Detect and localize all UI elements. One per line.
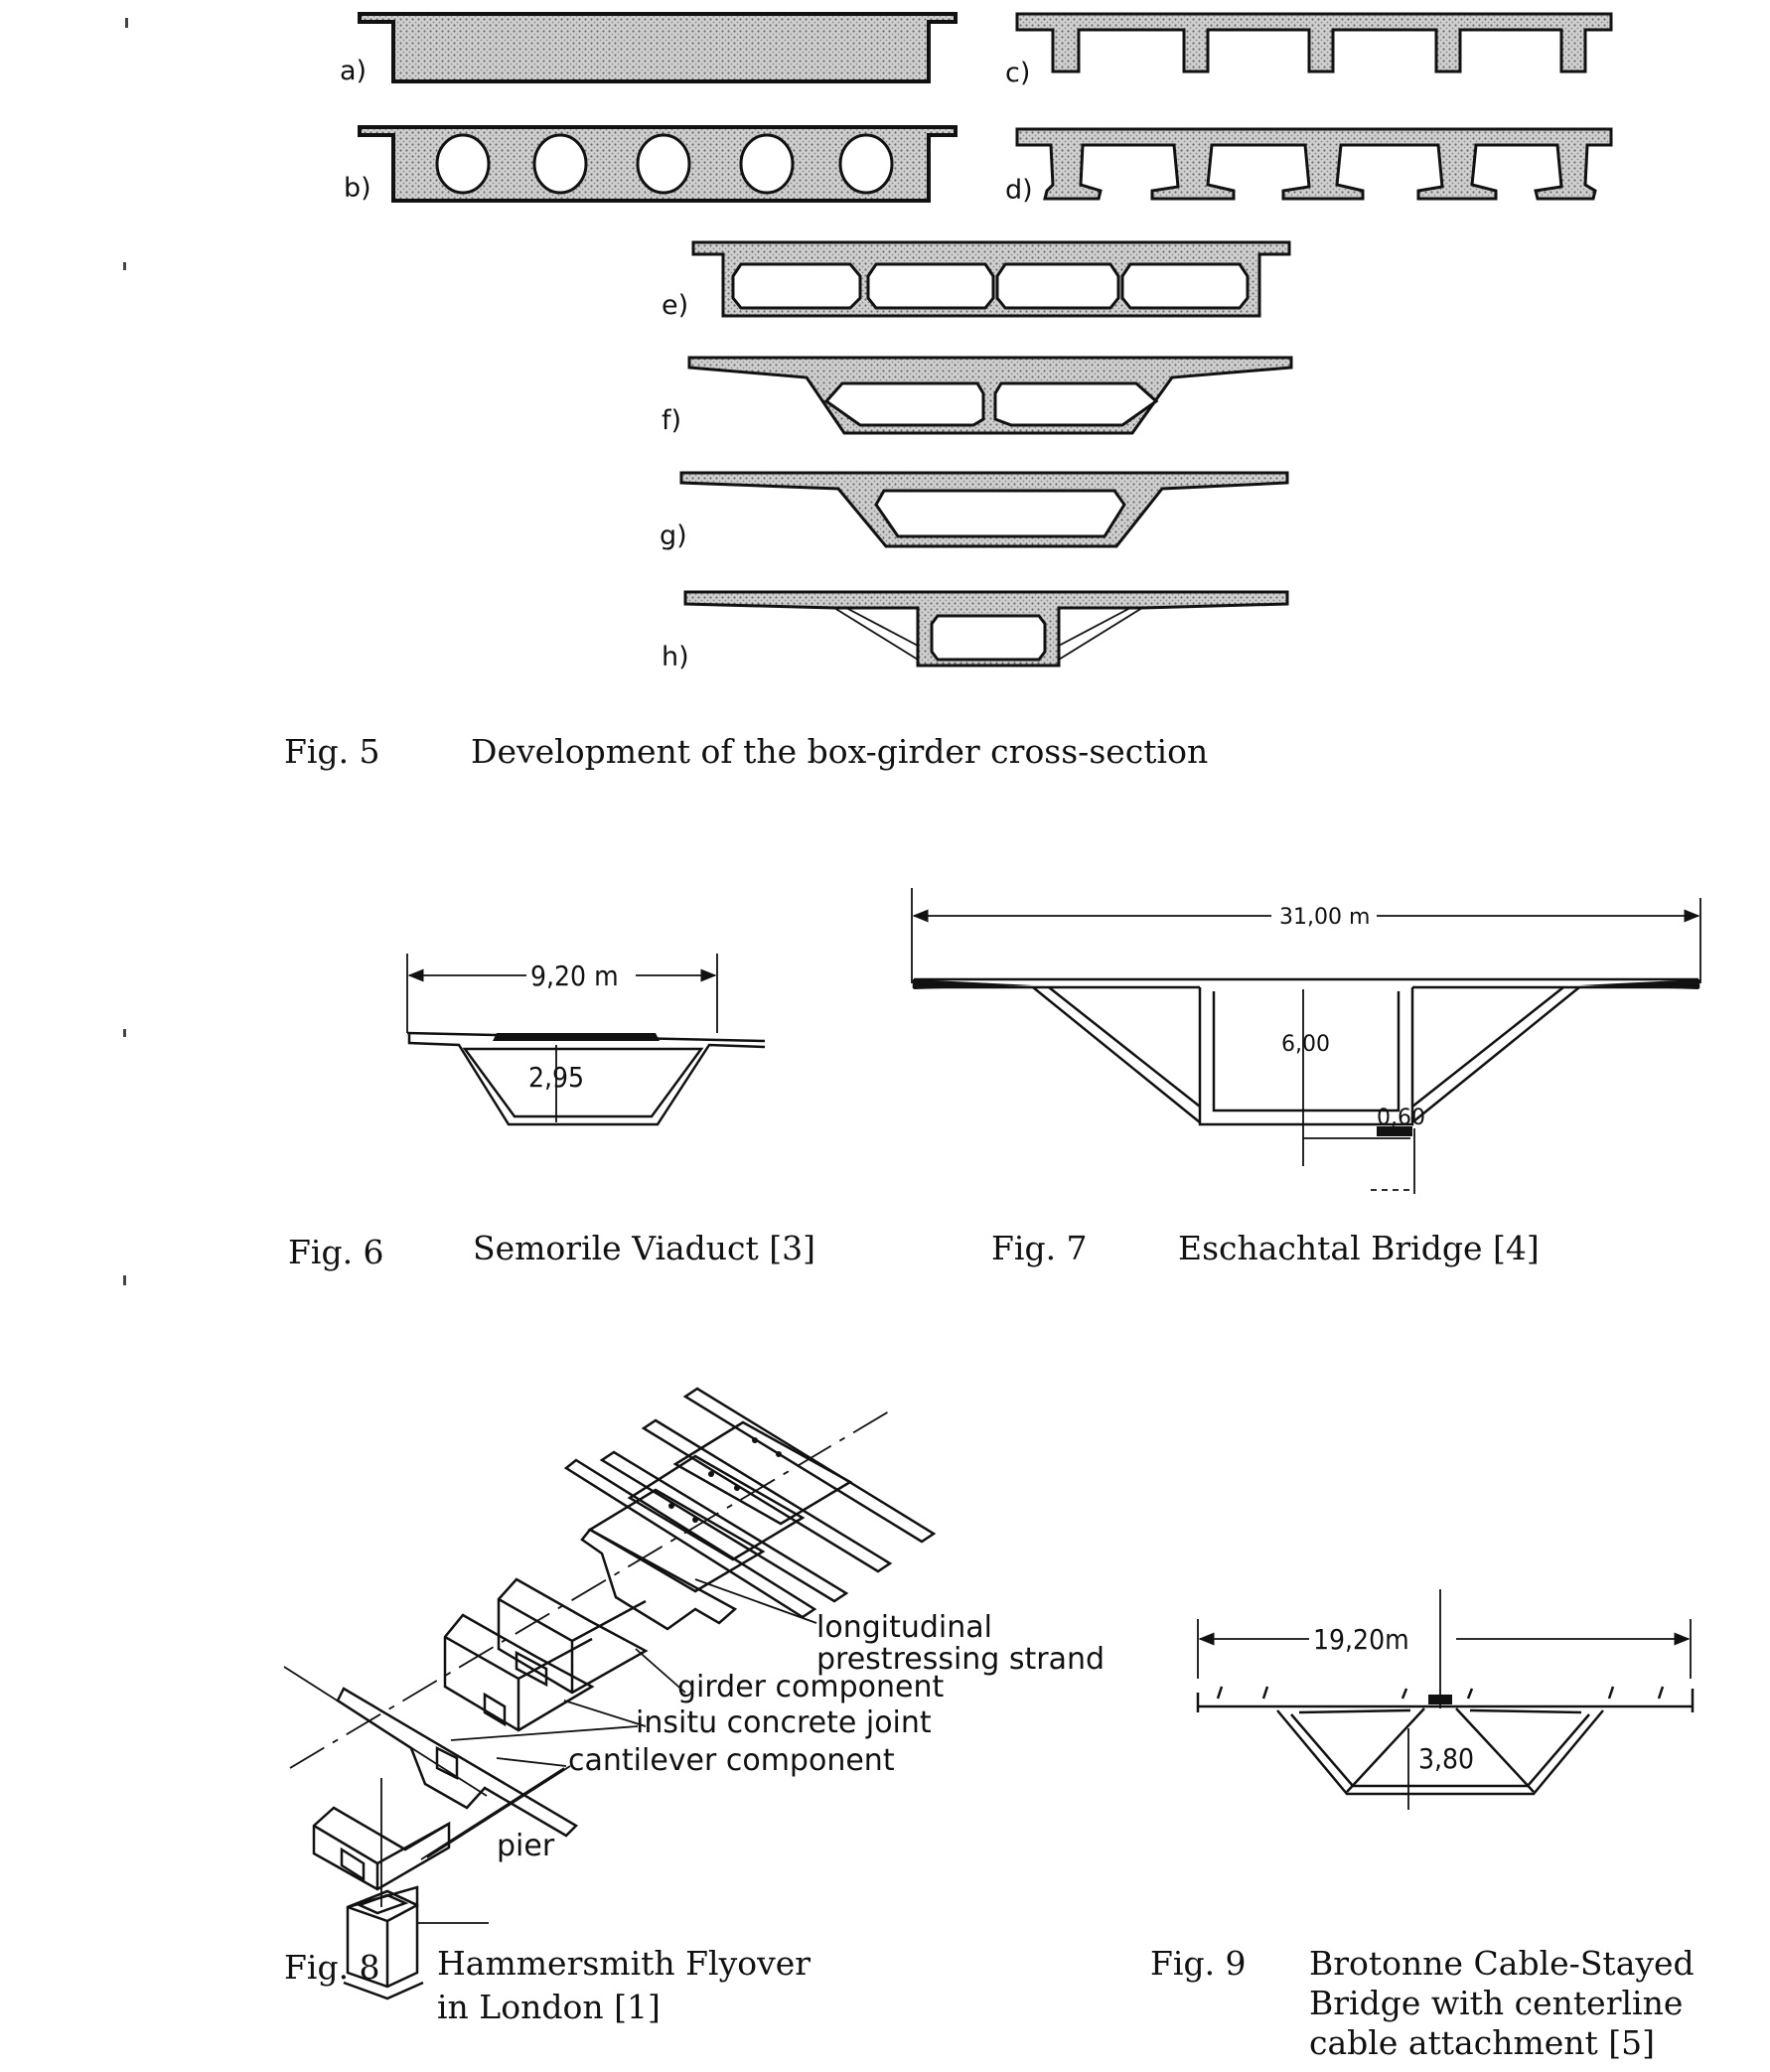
callout-girder-component: girder component <box>677 1670 945 1704</box>
fig9-brotonne-section: 19,20m 3,80 Fig. 9 Brotonne Cable-Stayed… <box>1150 1589 1695 2062</box>
fig9-caption-line1: Brotonne Cable-Stayed <box>1309 1944 1695 1983</box>
label-h: h) <box>662 642 689 672</box>
scan-specks <box>123 18 128 1285</box>
callout-insitu-joint: insitu concrete joint <box>636 1705 932 1740</box>
section-e-multicell-box <box>691 240 1291 318</box>
fig6-caption-text: Semorile Viaduct [3] <box>473 1229 815 1267</box>
fig6-caption-number: Fig. 6 <box>288 1233 384 1271</box>
fig8-caption-line2: in London [1] <box>437 1988 661 2026</box>
callout-pier: pier <box>497 1829 555 1863</box>
fig5-caption-text: Development of the box-girder cross-sect… <box>471 732 1208 771</box>
label-b: b) <box>344 173 371 204</box>
callout-prestressing-strand: prestressing strand <box>816 1642 1105 1677</box>
fig5-caption-number: Fig. 5 <box>284 732 380 771</box>
fig8-assembled-deck <box>563 1387 937 1619</box>
fig6-semorile-section: 9,20 m 2,95 Fig. 6 Semorile Viaduct [3] <box>288 954 815 1271</box>
fig8-hammersmith-exploded: longitudinal prestressing strand girder … <box>283 1387 1105 2026</box>
fig8-caption-number: Fig. 8 <box>284 1948 380 1987</box>
fig9-caption-line3: cable attachment [5] <box>1309 2023 1655 2062</box>
fig7-width-dim: 31,00 m <box>1279 905 1370 930</box>
label-c: c) <box>1005 58 1030 88</box>
fig7-eschachtal-section: 31,00 m 6,00 0,60 Fig. 7 Eschachtal Brid… <box>911 888 1701 1267</box>
fig9-caption-number: Fig. 9 <box>1150 1944 1247 1983</box>
fig9-width-dim: 19,20m <box>1313 1623 1409 1656</box>
fig5-sections: a) b) c) d) e) f) g) h) Fig. 5 Developme… <box>284 12 1613 771</box>
callout-longitudinal: longitudinal <box>816 1610 992 1645</box>
fig8-cantilever-lower <box>336 1687 579 1838</box>
section-b-voided-slab <box>358 125 958 203</box>
section-a-solid-slab <box>358 12 958 83</box>
label-e: e) <box>662 290 688 321</box>
callout-cantilever-component: cantilever component <box>568 1743 895 1778</box>
fig7-caption-text: Eschachtal Bridge [4] <box>1178 1229 1540 1267</box>
fig6-height-dim: 2,95 <box>528 1061 584 1094</box>
fig9-height-dim: 3,80 <box>1418 1742 1474 1775</box>
fig7-height-dim: 6,00 <box>1281 1032 1330 1057</box>
label-d: d) <box>1005 175 1033 206</box>
label-a: a) <box>340 56 367 86</box>
label-g: g) <box>660 520 687 551</box>
fig8-caption-line1: Hammersmith Flyover <box>437 1944 811 1983</box>
fig8-pier <box>343 1778 424 2000</box>
section-h-strutted-box <box>683 590 1289 667</box>
section-d-bulb-ribs <box>1015 127 1613 201</box>
label-f: f) <box>662 405 681 436</box>
section-c-ribbed-beam <box>1015 12 1613 74</box>
fig7-caption-number: Fig. 7 <box>991 1229 1088 1267</box>
fig9-caption-line2: Bridge with centerline <box>1309 1984 1683 2022</box>
fig8-cantilever-upper <box>580 1528 738 1631</box>
fig8-girder-components <box>443 1577 649 1732</box>
section-f-twin-cell-box <box>687 356 1293 435</box>
section-g-single-cell-box <box>679 471 1289 548</box>
fig7-small-dim: 0,60 <box>1377 1106 1425 1130</box>
fig6-width-dim: 9,20 m <box>530 960 619 992</box>
